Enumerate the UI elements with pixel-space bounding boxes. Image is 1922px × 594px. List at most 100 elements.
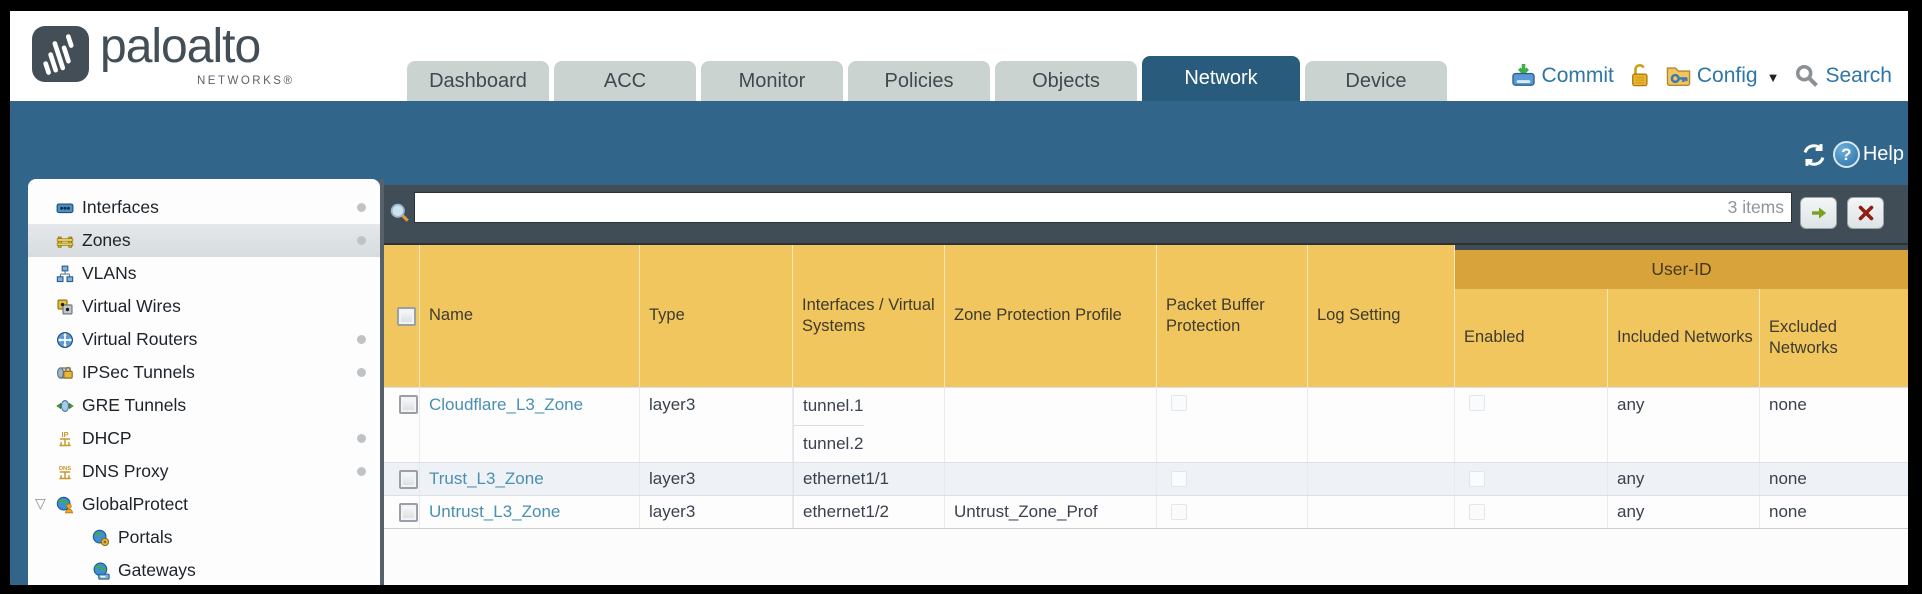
zone-name-link[interactable]: Trust_L3_Zone: [429, 469, 544, 488]
interface-cell: tunnel.2: [794, 424, 864, 463]
paloalto-logo-icon: [32, 26, 89, 82]
apply-filter-button[interactable]: [1800, 197, 1837, 229]
sidebar-item-label: Portals: [118, 527, 173, 547]
clear-x-icon: [1858, 205, 1873, 221]
commit-button[interactable]: Commit: [1510, 62, 1614, 89]
zone-type-cell: layer3: [640, 463, 793, 495]
globalprotect-icon: [56, 496, 74, 514]
sidebar-item-label: Virtual Routers: [82, 329, 198, 349]
column-header-excluded-networks[interactable]: Excluded Networks: [1769, 317, 1838, 357]
tab-objects[interactable]: Objects: [995, 61, 1137, 101]
select-all-checkbox[interactable]: [397, 306, 416, 326]
sidebar-item-label: GlobalProtect: [82, 494, 189, 514]
commit-icon: [1510, 62, 1537, 89]
clear-filter-button[interactable]: [1847, 197, 1884, 229]
row-checkbox[interactable]: [399, 395, 418, 414]
included-networks-cell: any: [1608, 388, 1760, 462]
zone-type-cell: layer3: [640, 496, 793, 528]
config-menu-button[interactable]: Config ▼: [1665, 62, 1782, 89]
user-id-group-header: User-ID: [1455, 245, 1908, 289]
help-button[interactable]: ? Help: [1832, 141, 1904, 168]
column-header-zone-protection-profile[interactable]: Zone Protection Profile: [945, 245, 1157, 387]
sidebar-item-gateways[interactable]: Gateways: [28, 554, 380, 585]
header-actions: Commit Config ▼ Search: [1510, 62, 1892, 89]
interface-cell: tunnel.1: [803, 396, 864, 416]
dns-proxy-icon: DNS: [56, 463, 74, 481]
sidebar-item-interfaces[interactable]: Interfaces: [28, 191, 380, 224]
filter-input[interactable]: [414, 192, 1792, 223]
tab-device[interactable]: Device: [1305, 61, 1447, 101]
sidebar-item-vlans[interactable]: VLANs: [28, 257, 380, 290]
excluded-networks-cell: none: [1769, 469, 1807, 488]
column-header-log-setting[interactable]: Log Setting: [1308, 245, 1455, 387]
zone-name-link[interactable]: Untrust_L3_Zone: [429, 502, 561, 521]
table-row: Trust_L3_Zone layer3 ethernet1/1 any non…: [384, 462, 1908, 495]
sidebar-item-label: Virtual Wires: [82, 296, 181, 316]
table-header: Name Type Interfaces / Virtual Systems Z…: [384, 243, 1908, 387]
item-dot: [357, 368, 366, 377]
row-checkbox[interactable]: [399, 469, 418, 489]
column-header-type[interactable]: Type: [640, 245, 793, 387]
tab-acc[interactable]: ACC: [554, 61, 696, 101]
packet-buffer-protection-checkbox[interactable]: [1171, 395, 1187, 411]
sidebar-item-portals[interactable]: Portals: [28, 521, 380, 554]
column-header-packet-buffer-protection[interactable]: Packet Buffer Protection: [1157, 245, 1308, 387]
user-id-group-label: User-ID: [1455, 250, 1908, 289]
item-dot: [357, 467, 366, 476]
excluded-networks-cell: none: [1769, 502, 1807, 521]
row-checkbox[interactable]: [399, 502, 418, 522]
sidebar-item-gre-tunnels[interactable]: GRE Tunnels: [28, 389, 380, 422]
lock-icon[interactable]: [1626, 62, 1653, 89]
column-header-interfaces[interactable]: Interfaces / Virtual Systems: [793, 245, 945, 387]
sidebar-item-ipsec-tunnels[interactable]: IPSec Tunnels: [28, 356, 380, 389]
ipsec-tunnels-icon: [56, 364, 74, 382]
zone-interfaces-cell: ethernet1/2: [793, 496, 945, 528]
column-header-included-networks[interactable]: Included Networks: [1608, 245, 1760, 387]
sidebar-item-zones[interactable]: Zones: [28, 224, 380, 257]
vlans-icon: [56, 265, 74, 283]
search-icon: [1793, 62, 1820, 89]
global-search-button[interactable]: Search: [1793, 62, 1892, 89]
config-icon: [1665, 62, 1692, 89]
tab-dashboard[interactable]: Dashboard: [407, 61, 549, 101]
tab-monitor[interactable]: Monitor: [701, 61, 843, 101]
svg-text:DNS: DNS: [59, 465, 71, 471]
packet-buffer-protection-checkbox[interactable]: [1171, 504, 1187, 520]
expander-triangle-icon[interactable]: ▽: [35, 495, 46, 511]
sidebar-item-virtual-routers[interactable]: Virtual Routers: [28, 323, 380, 356]
packet-buffer-protection-checkbox[interactable]: [1171, 471, 1187, 487]
config-label: Config: [1696, 63, 1758, 87]
sidebar-item-globalprotect[interactable]: ▽ GlobalProtect: [28, 488, 380, 521]
zone-type-cell: layer3: [640, 388, 793, 462]
zone-interfaces-cell: tunnel.1 tunnel.2: [793, 388, 945, 462]
log-setting-cell: [1308, 388, 1455, 462]
sidebar-resize-handle[interactable]: [380, 179, 384, 585]
help-label: Help: [1862, 143, 1904, 165]
user-id-enabled-checkbox[interactable]: [1469, 471, 1485, 487]
sidebar-item-label: VLANs: [82, 263, 137, 283]
chevron-down-icon: ▼: [1766, 70, 1780, 85]
interfaces-icon: [56, 199, 74, 217]
column-header-enabled[interactable]: Enabled: [1455, 245, 1608, 387]
tab-network[interactable]: Network: [1142, 56, 1300, 101]
user-id-enabled-checkbox[interactable]: [1469, 395, 1485, 411]
zone-name-link[interactable]: Cloudflare_L3_Zone: [429, 395, 584, 414]
column-header-name[interactable]: Name: [420, 245, 640, 387]
select-all-cell: [384, 245, 420, 387]
user-id-enabled-checkbox[interactable]: [1469, 504, 1485, 520]
tab-policies[interactable]: Policies: [848, 61, 990, 101]
refresh-icon[interactable]: [1800, 141, 1828, 169]
zones-icon: [56, 232, 74, 250]
interface-cell: ethernet1/1: [803, 469, 890, 488]
item-dot: [357, 335, 366, 344]
sidebar-item-label: Gateways: [118, 560, 196, 580]
sidebar-item-virtual-wires[interactable]: Virtual Wires: [28, 290, 380, 323]
table-row: Untrust_L3_Zone layer3 ethernet1/2 Untru…: [384, 495, 1908, 528]
